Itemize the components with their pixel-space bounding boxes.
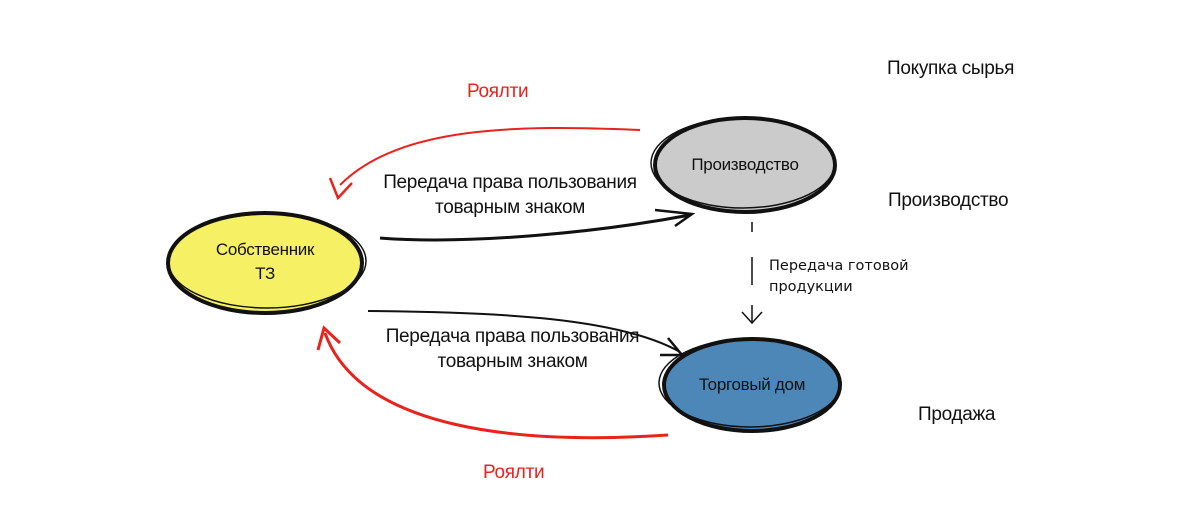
stage-sales: Продажа	[918, 404, 996, 425]
license-arrow-top	[379, 213, 691, 242]
license-label-top: Передача права пользования товарным знак…	[383, 172, 637, 218]
trading-node-label: Торговый дом	[698, 375, 806, 394]
stage-production: Производство	[888, 190, 1009, 211]
trading-node-stroke2	[658, 338, 842, 428]
royalty-arrowhead-top	[328, 177, 353, 201]
production-node-label: Производство	[691, 155, 799, 174]
owner-node-stroke2	[167, 213, 367, 309]
goods-arrowhead	[741, 311, 763, 325]
license-label-bottom: Передача права пользования товарным знак…	[385, 326, 640, 372]
owner-node-label: Собственник ТЗ	[215, 240, 315, 283]
license-arrowhead-top	[654, 208, 696, 228]
goods-label: Передача готовой продукции	[769, 258, 909, 295]
royalty-arrowhead-bottom	[316, 325, 342, 351]
royalty-arrow-top	[339, 127, 641, 186]
license-arrow-bottom	[367, 310, 681, 353]
royalty-arrow-bottom	[323, 332, 669, 440]
royalty-label-top: Роялти	[467, 81, 529, 102]
royalty-label-bottom: Роялти	[483, 462, 545, 483]
production-node-stroke2	[650, 117, 836, 209]
stage-raw-materials: Покупка сырья	[887, 58, 1015, 79]
